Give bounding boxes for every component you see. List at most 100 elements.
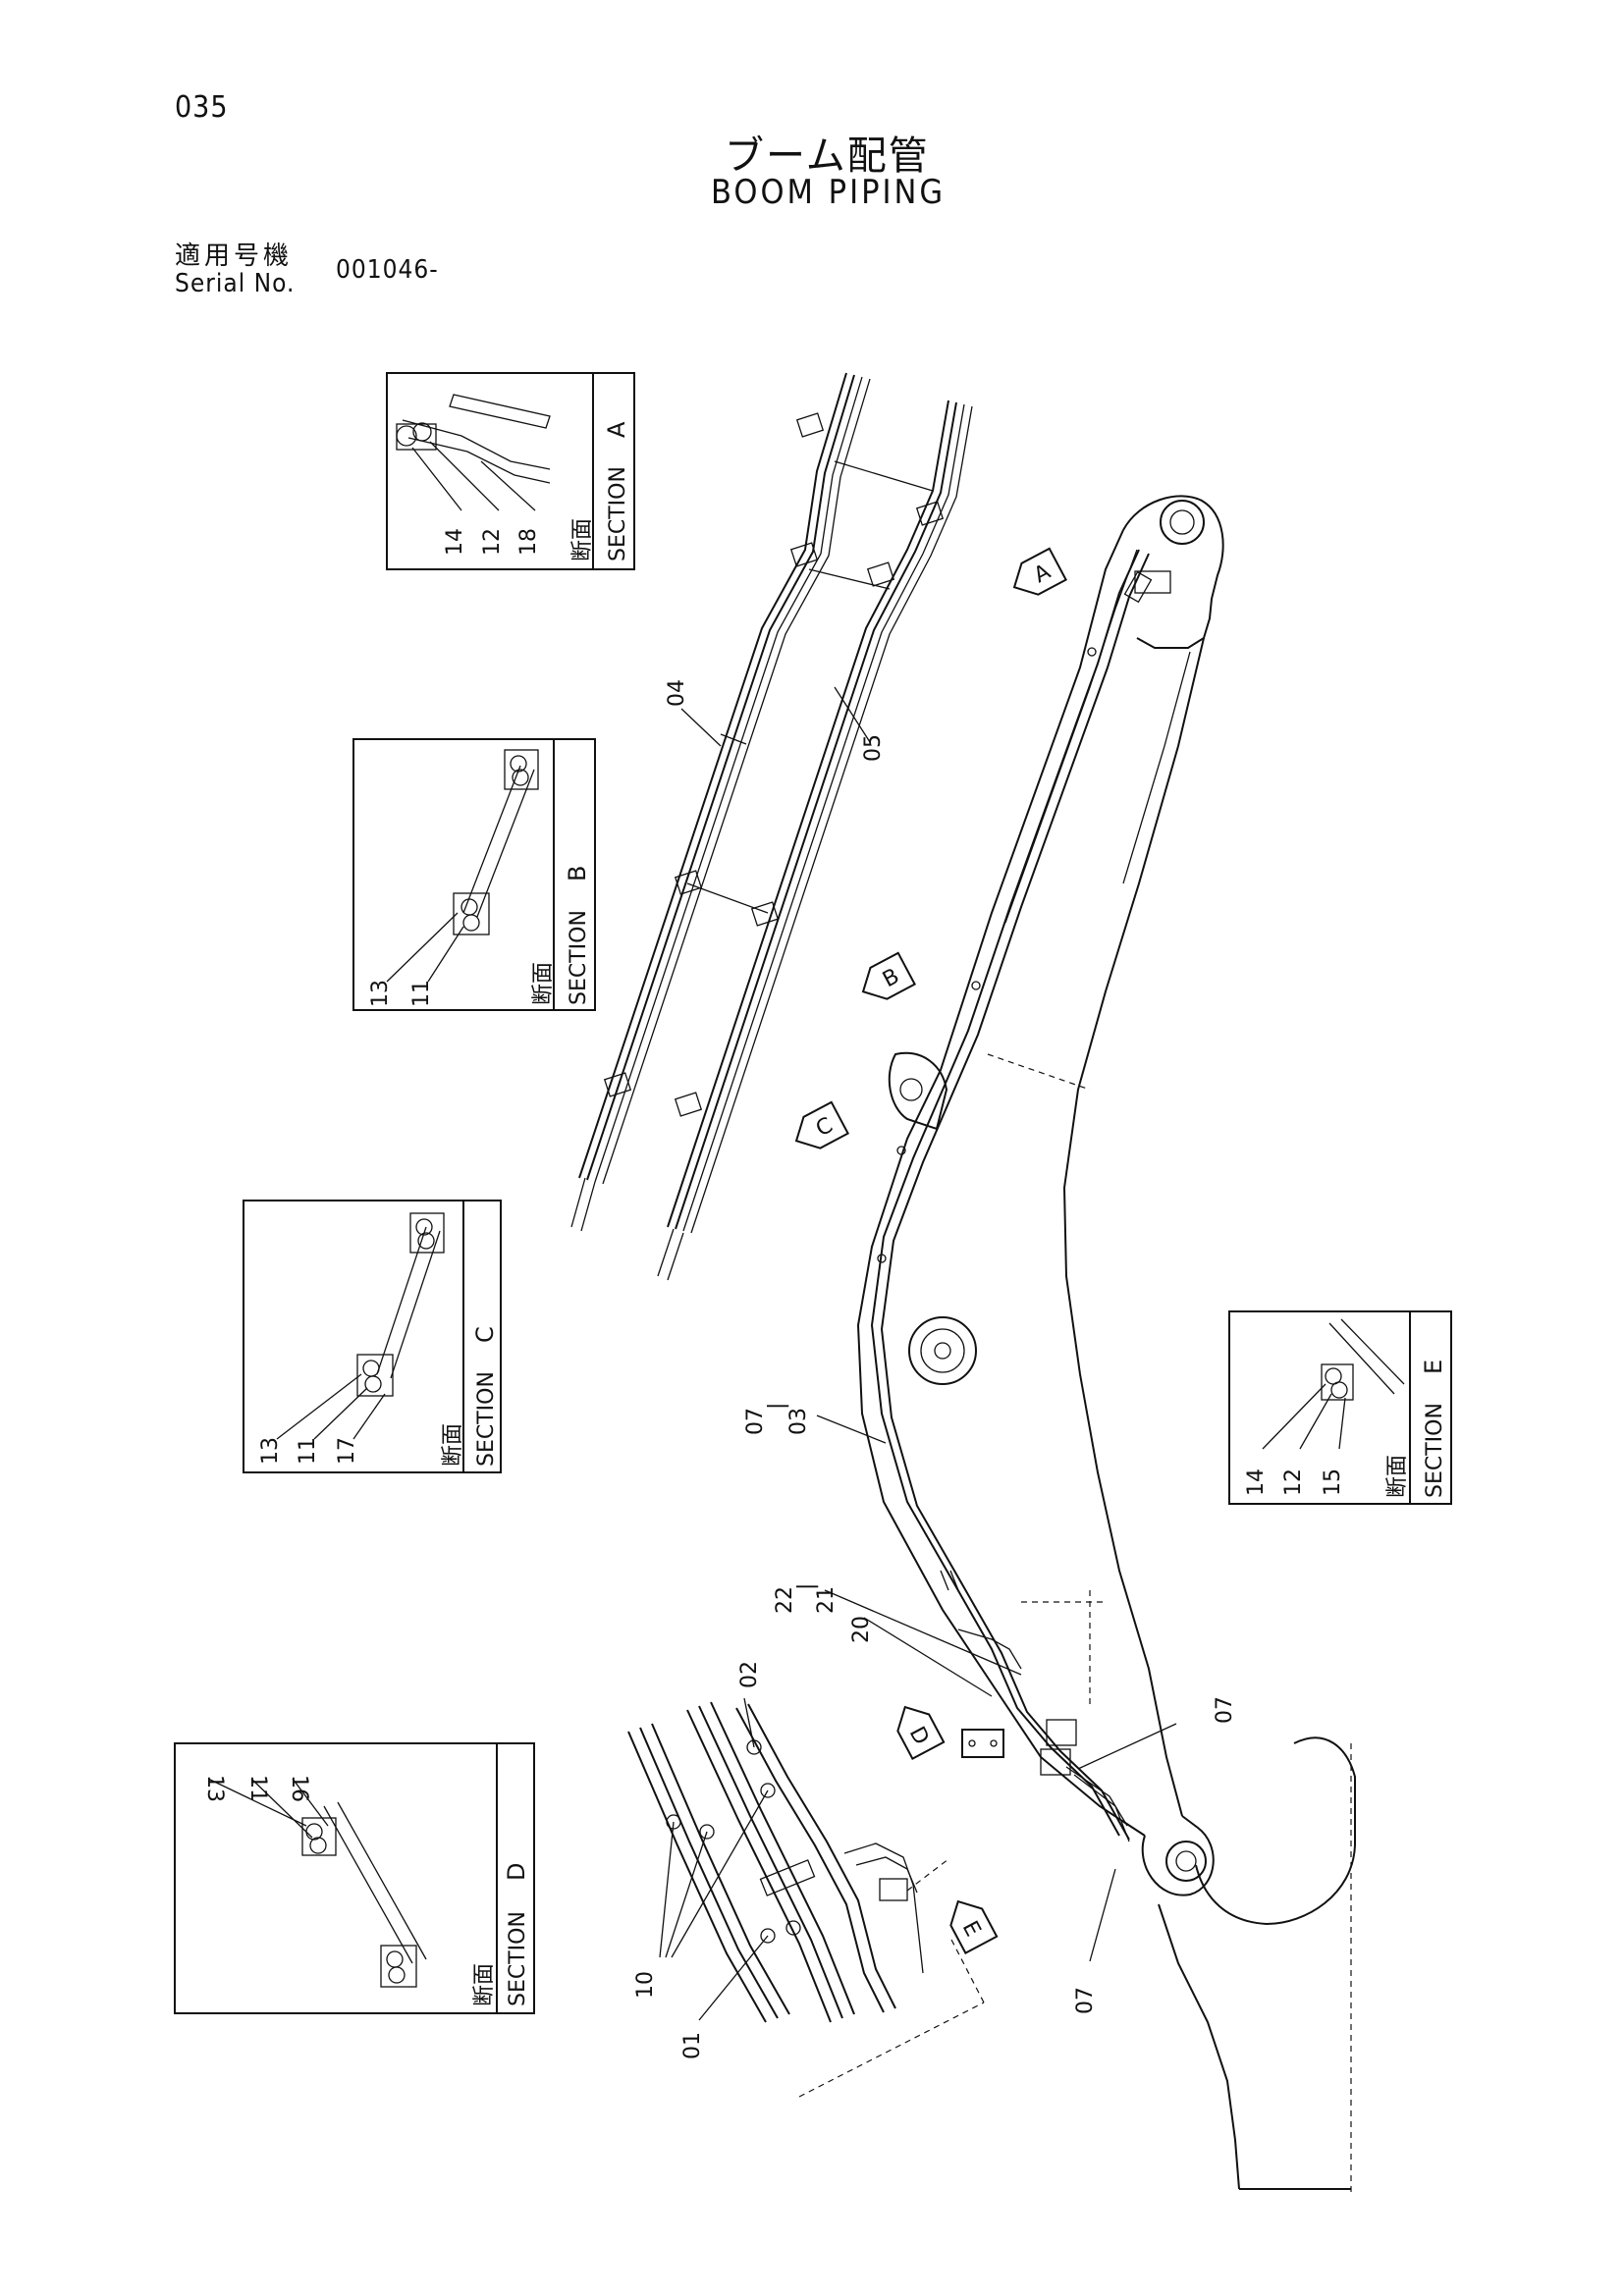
section-e-part-15: 15 — [1321, 1468, 1345, 1496]
view-marker-e-shape — [949, 1899, 999, 1954]
view-marker-c-shape — [794, 1100, 849, 1149]
lower-clamp-5 — [785, 1920, 801, 1936]
section-a-leader-18 — [480, 460, 536, 511]
section-a-leader-12 — [429, 441, 500, 511]
leader-10-b — [665, 1831, 708, 1958]
boom-tip-plate — [1134, 570, 1171, 594]
section-b-frame — [352, 738, 596, 1011]
view-marker-d-shape — [896, 1705, 946, 1760]
pipe-05-line-3 — [682, 403, 965, 1232]
section-b-leader-11 — [427, 926, 464, 983]
view-marker-a: A — [1012, 547, 1067, 596]
section-d-leader-13 — [207, 1778, 307, 1827]
section-a-part-18: 18 — [516, 528, 541, 556]
pipe-04-line-2 — [586, 374, 855, 1181]
pipe-04-line-4 — [602, 378, 871, 1185]
section-e-leader-15 — [1338, 1397, 1346, 1450]
section-a-pipe — [402, 419, 551, 470]
boom-center-boss — [908, 1316, 977, 1385]
section-e-part-12: 12 — [1281, 1468, 1306, 1496]
boom-section-cut-b — [987, 1053, 1091, 1091]
clamp-plate-d — [961, 1729, 1004, 1758]
pipe-05-line-2 — [675, 401, 957, 1230]
pipe-05-clamp-2 — [866, 561, 895, 587]
section-a-clamp-2 — [412, 422, 432, 442]
section-d-frame — [174, 1742, 535, 2014]
section-e-label-en: SECTION — [1423, 1403, 1447, 1498]
view-marker-e: E — [949, 1899, 999, 1954]
section-c-detail: 13 11 17 断面 SECTION C — [243, 1200, 502, 1473]
boom-foot-pin-inner — [1175, 1850, 1197, 1872]
boom-flange-inner-2 — [1122, 651, 1191, 884]
serial-number-value: 001046- — [336, 255, 439, 285]
pipe-04-line-1 — [578, 372, 847, 1179]
lower-pipe-5 — [698, 1705, 843, 2019]
base-frame-lower-edge — [1158, 1903, 1240, 2190]
section-a-pipe-2 — [407, 437, 551, 484]
section-d-label-jp: 断面 — [472, 1963, 497, 2006]
view-marker-d-letter: D — [904, 1723, 934, 1749]
boom-body — [856, 495, 1224, 1896]
boom-pipe-bolt-1 — [1087, 647, 1097, 657]
pipe-04-clamp-4 — [603, 1072, 632, 1097]
pipe-05-clamp-3 — [750, 901, 780, 927]
section-c-clamp-bottom-pipe-1 — [362, 1360, 380, 1377]
section-c-leader-17 — [352, 1393, 386, 1440]
section-c-part-13: 13 — [258, 1437, 283, 1465]
boom-tip-boss — [1122, 495, 1224, 649]
section-c-frame — [243, 1200, 502, 1473]
leader-04 — [680, 708, 722, 747]
pipe-bundle-05 — [657, 400, 973, 1281]
leader-20 — [863, 1617, 993, 1697]
lower-cut-line-3 — [906, 1858, 949, 1892]
boom-pipe-branch — [957, 1629, 1022, 1670]
section-b-rod-2 — [476, 769, 535, 918]
pipe-05-end — [657, 1228, 684, 1281]
section-a-label-jp: 断面 — [570, 518, 595, 561]
boom-center-boss-inner — [920, 1328, 965, 1373]
section-a-leader-14 — [411, 447, 462, 511]
boom-pipe-03-line-2 — [880, 553, 1150, 1841]
section-b-clamp-top — [504, 749, 539, 790]
view-marker-a-shape — [1012, 547, 1067, 596]
section-c-part-11: 11 — [296, 1437, 320, 1465]
pipe-05-line-1 — [667, 400, 949, 1228]
boom-pipe-hose-joint — [940, 1570, 959, 1591]
boom-lower-edge — [1062, 637, 1205, 1817]
section-c-rod — [376, 1226, 427, 1375]
callout-07-right: 07 — [1213, 1696, 1237, 1724]
section-a-detail: 14 12 18 断面 SECTION A — [386, 372, 635, 570]
section-d-leader-11 — [250, 1778, 313, 1839]
section-b-clamp-bottom-pipe-2 — [462, 914, 480, 932]
callout-02: 02 — [737, 1661, 762, 1688]
lower-pipe-4 — [686, 1709, 832, 2023]
section-d-letter: D — [503, 1863, 530, 1881]
section-e-clamp-pipe-2 — [1330, 1381, 1348, 1399]
section-c-leader-13 — [276, 1373, 362, 1440]
clamp-plate-d-bolt-1 — [968, 1739, 976, 1747]
view-marker-d: D — [896, 1705, 946, 1760]
lower-cut-line-2 — [949, 1937, 985, 2003]
lower-pipe-7 — [735, 1707, 885, 2013]
pipe-04-clamp-1 — [795, 412, 825, 438]
section-b-clamp-top-pipe-2 — [512, 769, 529, 786]
section-a-plate — [449, 394, 551, 429]
section-e-label-jp: 断面 — [1385, 1455, 1410, 1498]
pipe-05-clamp-1 — [915, 501, 945, 526]
view-marker-a-letter: A — [1030, 560, 1055, 588]
lower-pipe-9 — [843, 1842, 924, 1974]
boom-pipe-plate-a — [1123, 570, 1153, 604]
section-e-letter: E — [1420, 1360, 1447, 1374]
boom-foot-pin — [1165, 1841, 1207, 1882]
boom-cylinder-bracket-hole — [899, 1078, 923, 1101]
lower-pipe-1 — [627, 1731, 767, 2023]
section-a-letter: A — [603, 421, 630, 438]
section-c-clamp-top — [409, 1212, 445, 1254]
section-d-detail: 13 11 16 断面 SECTION D — [174, 1742, 535, 2014]
section-b-part-13: 13 — [368, 980, 393, 1007]
lower-clamp-6 — [746, 1739, 762, 1755]
section-c-leader-11 — [313, 1387, 368, 1440]
lower-piping — [627, 1701, 985, 2098]
section-b-clamp-bottom — [453, 892, 490, 935]
section-c-clamp-bottom — [356, 1354, 394, 1397]
